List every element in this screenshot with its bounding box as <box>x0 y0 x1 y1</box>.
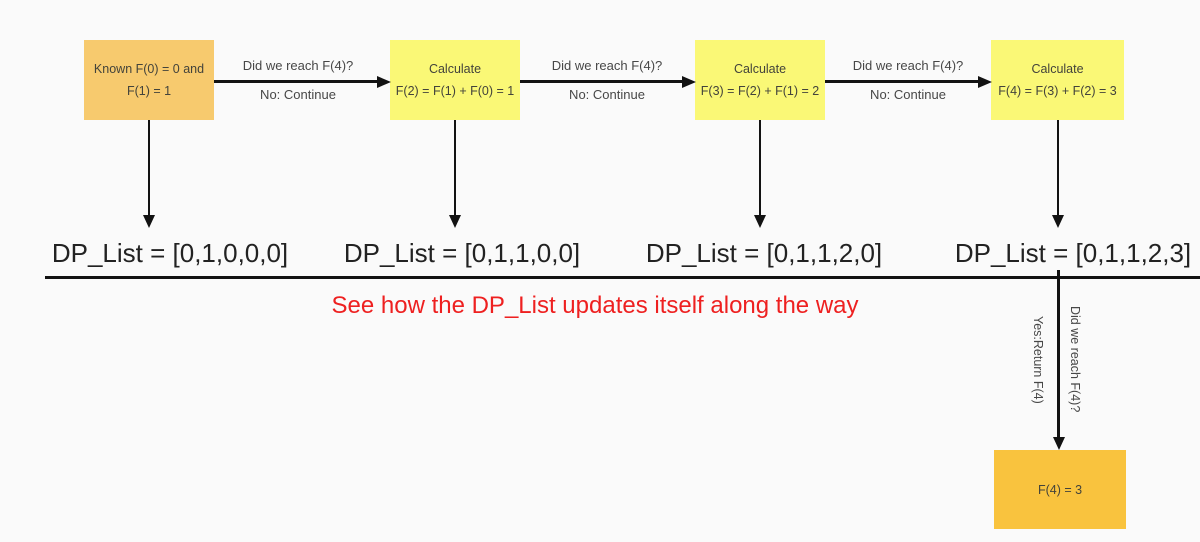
arrow-box4-to-dplist <box>1057 120 1059 216</box>
arrowhead-right-icon <box>377 75 391 88</box>
transition-question: Did we reach F(4)? <box>852 58 964 73</box>
step-box-line1: Calculate <box>733 62 787 76</box>
step-box-known-values: Known F(0) = 0 and F(1) = 1 <box>84 40 214 120</box>
step-box-calculate-f4: Calculate F(4) = F(3) + F(2) = 3 <box>991 40 1124 120</box>
transition-question: Did we reach F(4)? <box>242 58 354 73</box>
step-box-calculate-f3: Calculate F(3) = F(2) + F(1) = 2 <box>695 40 825 120</box>
yes-return-label: Yes:Return F(4) <box>1031 316 1045 404</box>
arrow-box2-to-dplist <box>454 120 456 216</box>
transition-answer: No: Continue <box>260 87 336 102</box>
arrowhead-right-icon <box>978 75 992 88</box>
did-we-reach-label: Did we reach F(4)? <box>1068 306 1082 413</box>
step-box-line2: F(4) = F(3) + F(2) = 3 <box>998 84 1117 98</box>
caption-text: See how the DP_List updates itself along… <box>331 292 859 319</box>
timeline-divider <box>45 276 1200 279</box>
arrow-box1-to-dplist <box>148 120 150 216</box>
dp-list-value-3: DP_List = [0,1,1,2,0] <box>645 238 883 268</box>
transition-answer: No: Continue <box>870 87 946 102</box>
arrowhead-down-icon <box>1052 215 1064 228</box>
result-box: F(4) = 3 <box>994 450 1126 529</box>
dp-list-value-2: DP_List = [0,1,1,0,0] <box>343 238 581 268</box>
arrow-step2-to-step3 <box>520 80 683 83</box>
arrowhead-down-icon <box>1052 437 1065 450</box>
arrowhead-down-icon <box>449 215 461 228</box>
arrow-step3-to-step4 <box>825 80 979 83</box>
step-box-line2: F(3) = F(2) + F(1) = 2 <box>700 84 820 98</box>
step-box-line1: Known F(0) = 0 and <box>93 62 205 76</box>
step-box-line1: Calculate <box>428 62 482 76</box>
arrowhead-down-icon <box>754 215 766 228</box>
arrow-step1-to-step2 <box>214 80 378 83</box>
arrowhead-down-icon <box>143 215 155 228</box>
dp-list-value-1: DP_List = [0,1,0,0,0] <box>51 238 289 268</box>
dp-list-value-4: DP_List = [0,1,1,2,3] <box>954 238 1192 268</box>
arrow-to-result <box>1057 270 1060 438</box>
result-value: F(4) = 3 <box>1037 482 1083 497</box>
transition-answer: No: Continue <box>569 87 645 102</box>
transition-question: Did we reach F(4)? <box>551 58 663 73</box>
step-box-line2: F(1) = 1 <box>126 84 172 98</box>
arrow-box3-to-dplist <box>759 120 761 216</box>
step-box-calculate-f2: Calculate F(2) = F(1) + F(0) = 1 <box>390 40 520 120</box>
arrowhead-right-icon <box>682 75 696 88</box>
step-box-line1: Calculate <box>1031 62 1084 76</box>
step-box-line2: F(2) = F(1) + F(0) = 1 <box>395 84 515 98</box>
